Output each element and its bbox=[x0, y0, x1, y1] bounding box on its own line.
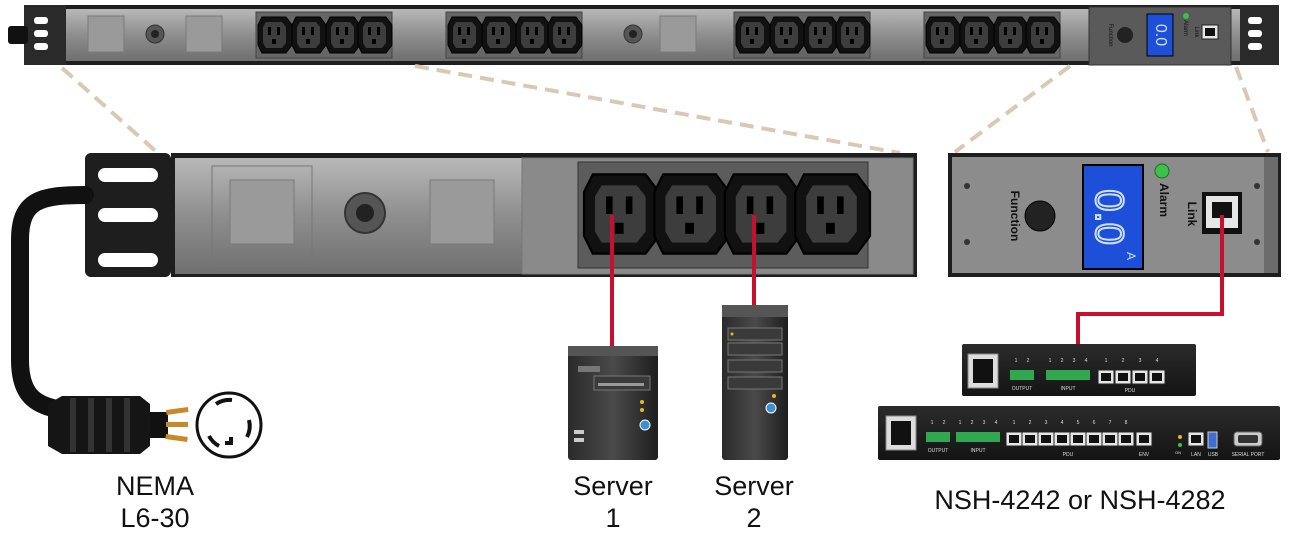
large-input-num: 4 bbox=[995, 420, 998, 426]
small-input-num: 1 bbox=[1049, 358, 1052, 364]
controller-small bbox=[962, 344, 1196, 396]
large-input-label: INPUT bbox=[971, 448, 986, 454]
large-port-numbers: 1 2 1 2 3 4 1 2 3 4 5 6 7 8 bbox=[931, 420, 1128, 426]
small-input-num: 4 bbox=[1085, 358, 1088, 364]
server-2-label-line2: 2 bbox=[746, 503, 762, 533]
large-output-num: 2 bbox=[943, 420, 946, 426]
small-output-num: 2 bbox=[1027, 358, 1030, 364]
small-port-numbers: 1 2 1 2 3 4 1 2 3 4 bbox=[1015, 358, 1159, 364]
large-pdu-num: 8 bbox=[1125, 420, 1128, 426]
zoom-guides bbox=[60, 64, 1270, 157]
small-pdu-num: 1 bbox=[1105, 358, 1108, 364]
large-pdu-num: 2 bbox=[1029, 420, 1032, 426]
panel-display-unit: A bbox=[1124, 252, 1138, 260]
large-on-label: ON bbox=[1175, 450, 1181, 455]
large-pdu-num: 3 bbox=[1045, 420, 1048, 426]
server-1-label-line2: 1 bbox=[605, 503, 621, 533]
large-lan-label: LAN bbox=[1191, 452, 1201, 458]
panel-function-label: Function bbox=[1008, 191, 1022, 242]
large-input-num: 1 bbox=[959, 420, 962, 426]
large-serial-label: SERIAL PORT bbox=[1232, 452, 1265, 458]
server-1-label-line1: Server bbox=[573, 471, 653, 501]
large-input-num: 3 bbox=[983, 420, 986, 426]
panel-display-value: 0.0 bbox=[1087, 189, 1131, 245]
mini-function-label: Function bbox=[1107, 23, 1113, 46]
plug-label-line2: L6-30 bbox=[120, 503, 190, 533]
server-2-tower bbox=[722, 305, 788, 460]
small-input-label: INPUT bbox=[1061, 386, 1076, 392]
pdu-overview-bar bbox=[8, 5, 1279, 66]
large-output-num: 1 bbox=[931, 420, 934, 426]
pdu-zoom-left bbox=[10, 153, 917, 419]
large-pdu-num: 7 bbox=[1109, 420, 1112, 426]
large-pdu-num: 4 bbox=[1061, 420, 1064, 426]
mini-link-label: Link bbox=[1193, 26, 1199, 38]
plug-label-line1: NEMA bbox=[115, 471, 194, 501]
large-pdu-num: 6 bbox=[1093, 420, 1096, 426]
small-input-num: 2 bbox=[1061, 358, 1064, 364]
server-1-label: Server 1 bbox=[553, 470, 673, 534]
nema-plug bbox=[48, 391, 263, 459]
large-pdu-label: PDU bbox=[1063, 452, 1074, 458]
server-2-label-line1: Server bbox=[714, 471, 794, 501]
controller-label: NSH-4242 or NSH-4282 bbox=[934, 485, 1226, 515]
large-env-label: ENV bbox=[1139, 452, 1150, 458]
server-1-tower bbox=[568, 346, 658, 460]
large-input-num: 2 bbox=[971, 420, 974, 426]
large-usb-label: USB bbox=[1208, 452, 1219, 458]
large-pdu-num: 1 bbox=[1013, 420, 1016, 426]
power-cables bbox=[610, 215, 1224, 348]
large-pdu-num: 5 bbox=[1077, 420, 1080, 426]
small-pdu-label: PDU bbox=[1125, 388, 1136, 394]
panel-alarm-label: Alarm bbox=[1157, 183, 1171, 217]
small-input-num: 3 bbox=[1073, 358, 1076, 364]
mini-display-value: 0.0 bbox=[1152, 24, 1169, 46]
mini-alarm-label: Alarm bbox=[1182, 20, 1188, 36]
server-2-label: Server 2 bbox=[694, 470, 814, 534]
large-output-label: OUTPUT bbox=[928, 448, 949, 454]
plug-label: NEMA L6-30 bbox=[95, 470, 215, 534]
small-pdu-num: 3 bbox=[1139, 358, 1142, 364]
small-pdu-num: 4 bbox=[1156, 358, 1159, 364]
controller-large bbox=[878, 406, 1280, 460]
panel-link-label: Link bbox=[1185, 202, 1199, 227]
small-output-num: 1 bbox=[1015, 358, 1018, 364]
small-output-label: OUTPUT bbox=[1012, 386, 1033, 392]
small-pdu-num: 2 bbox=[1122, 358, 1125, 364]
